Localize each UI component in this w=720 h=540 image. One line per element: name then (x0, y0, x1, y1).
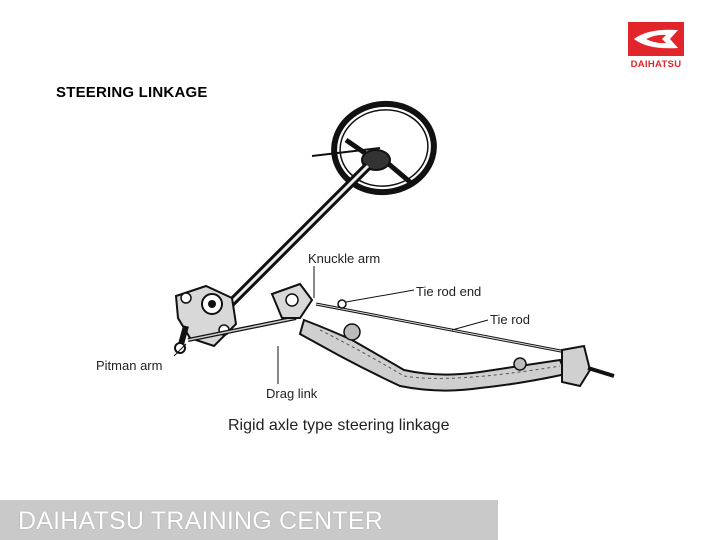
label-pitman-arm: Pitman arm (96, 358, 162, 373)
knuckle (270, 282, 314, 319)
label-tie-rod-end: Tie rod end (416, 284, 481, 299)
pitman-arm (174, 325, 189, 354)
drag-link (187, 316, 297, 342)
steering-wheel (311, 100, 437, 196)
leader-lines (173, 266, 489, 384)
steering-gear-box (174, 284, 238, 348)
daihatsu-logo: DAIHATSU (624, 22, 688, 74)
label-knuckle-arm: Knuckle arm (308, 251, 380, 266)
daihatsu-logo-text: DAIHATSU (630, 59, 682, 70)
label-drag-link: Drag link (266, 386, 318, 401)
footer-bar (0, 500, 498, 540)
label-tie-rod: Tie rod (490, 312, 530, 327)
slide-title: STEERING LINKAGE (56, 84, 208, 101)
right-wheel-hub (561, 344, 615, 388)
diagram-caption: Rigid axle type steering linkage (228, 417, 450, 434)
daihatsu-logo-mark (628, 22, 684, 56)
daihatsu-emblem-icon (634, 29, 678, 49)
tie-rod (315, 299, 567, 354)
rigid-axle (298, 318, 568, 392)
footer-text: DAIHATSU TRAINING CENTER (18, 507, 384, 535)
steering-column (222, 162, 372, 312)
